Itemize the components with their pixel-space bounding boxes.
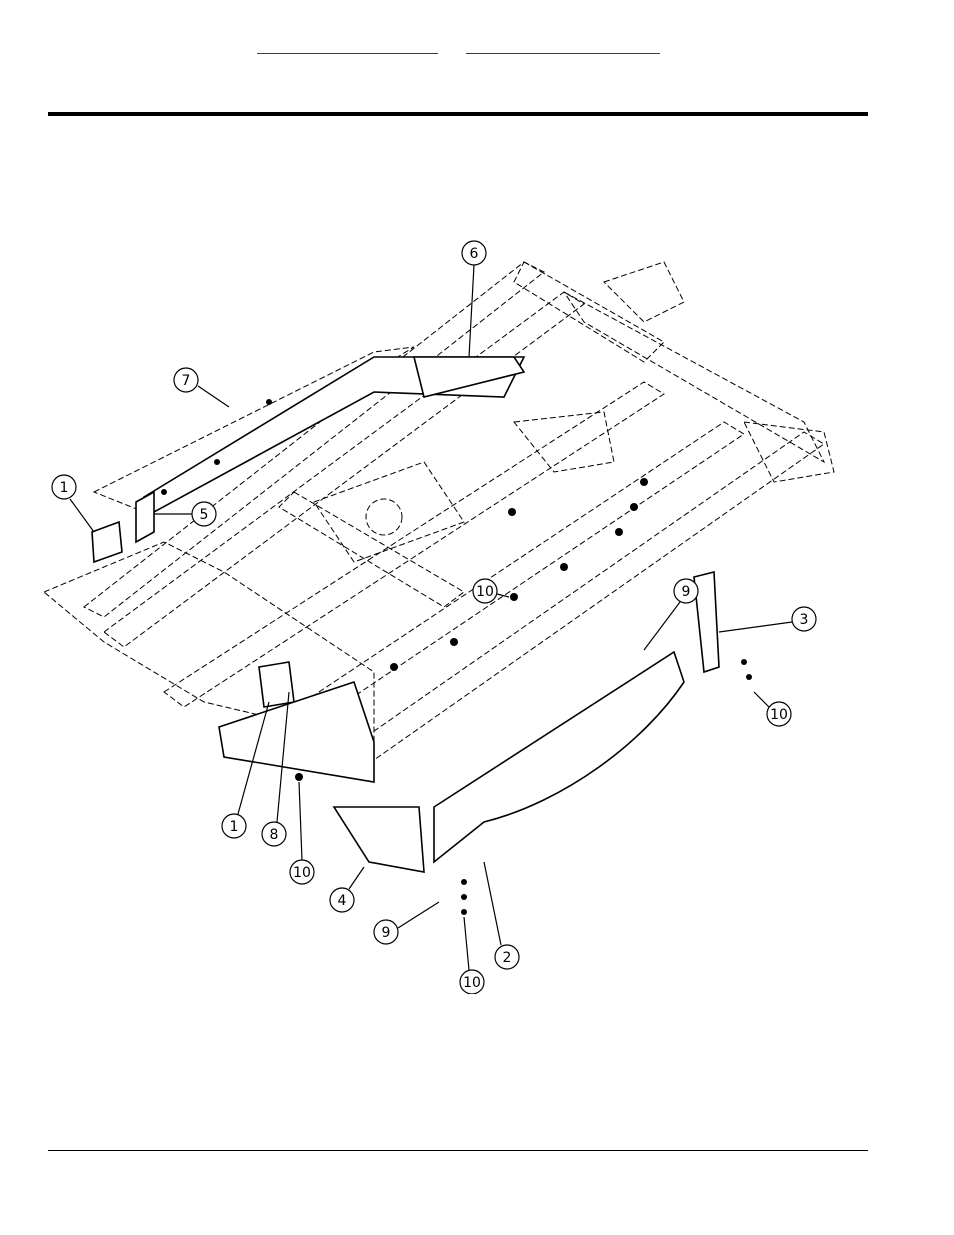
svg-text:1: 1 — [230, 819, 239, 835]
svg-text:3: 3 — [800, 612, 809, 628]
callout-3: 3 — [719, 607, 816, 632]
svg-text:7: 7 — [182, 373, 191, 389]
header-link-2[interactable] — [466, 53, 660, 54]
callout-4: 4 — [330, 867, 364, 912]
svg-text:2: 2 — [503, 950, 512, 966]
callout-10b: 10 — [754, 692, 791, 726]
callout-2: 2 — [484, 862, 519, 969]
callout-9b: 9 — [374, 902, 439, 944]
svg-text:5: 5 — [200, 507, 209, 523]
callout-7: 7 — [174, 368, 229, 407]
svg-text:4: 4 — [338, 893, 347, 909]
callout-9a: 9 — [644, 579, 698, 650]
svg-text:10: 10 — [463, 975, 481, 991]
header-link-1[interactable] — [257, 53, 438, 54]
solid-parts — [92, 357, 719, 872]
bottom-divider — [48, 1150, 868, 1151]
svg-text:8: 8 — [270, 827, 279, 843]
callout-10a: 10 — [473, 579, 509, 603]
svg-text:10: 10 — [293, 865, 311, 881]
svg-text:6: 6 — [470, 246, 479, 262]
svg-text:10: 10 — [770, 707, 788, 723]
callout-1a: 1 — [52, 475, 94, 532]
callout-10d: 10 — [460, 917, 484, 994]
svg-text:9: 9 — [382, 925, 391, 941]
svg-text:10: 10 — [476, 584, 494, 600]
top-divider — [48, 112, 868, 116]
callout-6: 6 — [462, 241, 486, 357]
svg-text:1: 1 — [60, 480, 69, 496]
parts-diagram: 6 7 1 5 10 9 3 10 1 8 10 4 9 2 10 — [44, 222, 844, 994]
svg-text:9: 9 — [682, 584, 691, 600]
callout-10c: 10 — [290, 782, 314, 884]
